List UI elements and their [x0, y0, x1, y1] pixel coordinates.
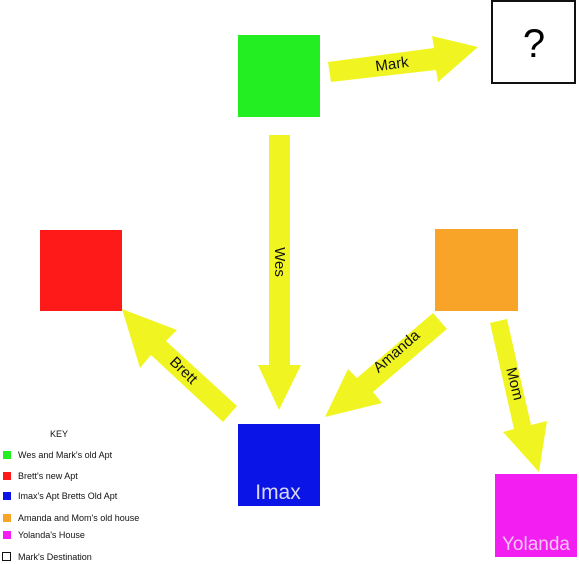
arrow-wes-label: Wes [271, 247, 288, 277]
legend-item: Mark's Destination [2, 552, 92, 562]
node-yolanda-house-label: Yolanda [502, 534, 570, 555]
legend-title: KEY [50, 429, 68, 439]
legend-item: Brett's new Apt [3, 471, 78, 481]
node-mark-destination: ? [491, 0, 576, 84]
legend-swatch [3, 531, 11, 539]
node-mark-destination-box [491, 0, 576, 84]
arrow-brett-shape [122, 309, 237, 422]
node-wes-mark-old-apt [238, 35, 320, 117]
arrow-mom-shape [490, 319, 547, 472]
arrow-mark: Mark [328, 36, 478, 82]
node-yolanda-house-box [495, 474, 577, 557]
legend-label: Brett's new Apt [18, 471, 78, 481]
legend-swatch [2, 552, 11, 561]
node-imax-apt-label: Imax [255, 481, 301, 504]
legend-item: Wes and Mark's old Apt [3, 450, 113, 460]
legend-item: Imax's Apt Bretts Old Apt [3, 491, 118, 501]
legend-label: Wes and Mark's old Apt [18, 450, 113, 460]
arrow-mom-label: Mom [502, 366, 527, 402]
node-imax-apt-box [238, 424, 320, 506]
arrow-mark-label: Mark [374, 54, 410, 76]
arrow-brett: Brett [122, 309, 237, 422]
legend-item: Amanda and Mom's old house [3, 513, 139, 523]
legend-swatch [3, 492, 11, 500]
node-mark-destination-label: ? [523, 22, 545, 66]
legend-swatch [3, 472, 11, 480]
legend-swatch [3, 451, 11, 459]
node-brett-new-apt [40, 230, 122, 311]
arrow-wes-shape [258, 135, 301, 410]
legend: KEY Wes and Mark's old Apt Brett's new A… [2, 429, 139, 562]
legend-label: Mark's Destination [18, 552, 92, 562]
arrow-amanda-shape [325, 313, 447, 417]
legend-label: Imax's Apt Bretts Old Apt [18, 491, 118, 501]
node-imax-apt: Imax [238, 424, 320, 506]
arrow-mark-shape [328, 36, 478, 82]
legend-label: Yolanda's House [18, 530, 85, 540]
node-amanda-mom-old-house [435, 229, 518, 311]
legend-label: Amanda and Mom's old house [18, 513, 139, 523]
node-yolanda-house: Yolanda [495, 474, 577, 557]
legend-swatch [3, 514, 11, 522]
arrow-amanda: Amanda [325, 313, 447, 417]
arrow-wes: Wes [258, 135, 301, 410]
legend-item: Yolanda's House [3, 530, 85, 540]
arrow-mom: Mom [490, 319, 547, 472]
